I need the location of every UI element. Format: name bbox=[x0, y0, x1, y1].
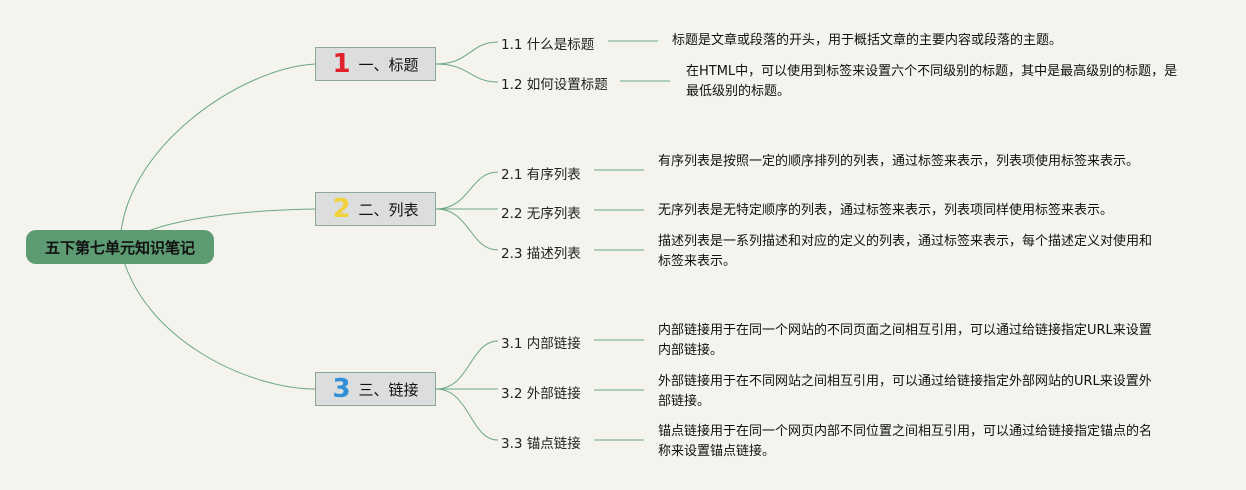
item-3-3-desc: 锚点链接用于在同一个网页内部不同位置之间相互引用，可以通过给链接指定锚点的名称来… bbox=[658, 424, 1153, 459]
item-2-3-desc: 描述列表是一系列描述和对应的定义的列表，通过标签来表示，每个描述定义对使用和标签… bbox=[658, 234, 1153, 269]
item-3-1-desc: 内部链接用于在同一个网站的不同页面之间相互引用，可以通过给链接指定URL来设置内… bbox=[658, 323, 1152, 358]
branch-1-item-2-curve bbox=[435, 63, 499, 83]
item-1-2-desc: 在HTML中，可以使用到标签来设置六个不同级别的标题，其中是最高级别的标题，是最… bbox=[686, 64, 1178, 99]
branch-2-item-3-curve bbox=[435, 208, 499, 251]
item-2-3-label[interactable]: 2.3 描述列表 bbox=[501, 246, 581, 262]
branch-3-label: 三、链接 bbox=[358, 380, 419, 399]
item-2-1-label[interactable]: 2.1 有序列表 bbox=[501, 167, 581, 183]
item-3-2-label[interactable]: 3.2 外部链接 bbox=[501, 386, 581, 402]
branch-3-item-3-curve bbox=[435, 388, 499, 441]
branch-node-3[interactable]: 3 三、链接 bbox=[315, 372, 436, 406]
item-3-3-label[interactable]: 3.3 锚点链接 bbox=[501, 436, 581, 452]
root-node[interactable]: 五下第七单元知识笔记 bbox=[26, 230, 214, 264]
root-branch-1-curve bbox=[119, 63, 316, 248]
branch-1-label: 一、标题 bbox=[358, 55, 419, 74]
branch-node-2[interactable]: 2 二、列表 bbox=[315, 192, 436, 226]
number-2-icon: 2 bbox=[332, 194, 351, 224]
item-3-1-label[interactable]: 3.1 内部链接 bbox=[501, 336, 581, 352]
root-label: 五下第七单元知识笔记 bbox=[44, 238, 195, 257]
item-1-2-label[interactable]: 1.2 如何设置标题 bbox=[501, 77, 608, 93]
item-1-1-label[interactable]: 1.1 什么是标题 bbox=[501, 37, 595, 53]
item-2-2-label[interactable]: 2.2 无序列表 bbox=[501, 206, 581, 222]
branch-1-item-1-curve bbox=[435, 41, 499, 65]
number-1-icon: 1 bbox=[332, 49, 351, 79]
item-3-2-desc: 外部链接用于在不同网站之间相互引用，可以通过给链接指定外部网站的URL来设置外部… bbox=[658, 374, 1152, 409]
branch-node-1[interactable]: 1 一、标题 bbox=[315, 47, 436, 81]
root-branch-3-curve bbox=[119, 246, 316, 390]
item-2-1-desc: 有序列表是按照一定的顺序排列的列表，通过标签来表示，列表项使用标签来表示。 bbox=[658, 154, 1140, 169]
item-1-1-desc: 标题是文章或段落的开头，用于概括文章的主要内容或段落的主题。 bbox=[672, 33, 1063, 48]
number-3-icon: 3 bbox=[332, 374, 351, 404]
item-2-2-desc: 无序列表是无特定顺序的列表，通过标签来表示，列表项同样使用标签来表示。 bbox=[658, 203, 1114, 218]
branch-2-item-1-curve bbox=[435, 171, 499, 210]
branch-2-label: 二、列表 bbox=[358, 200, 419, 219]
branch-3-item-1-curve bbox=[435, 340, 499, 390]
